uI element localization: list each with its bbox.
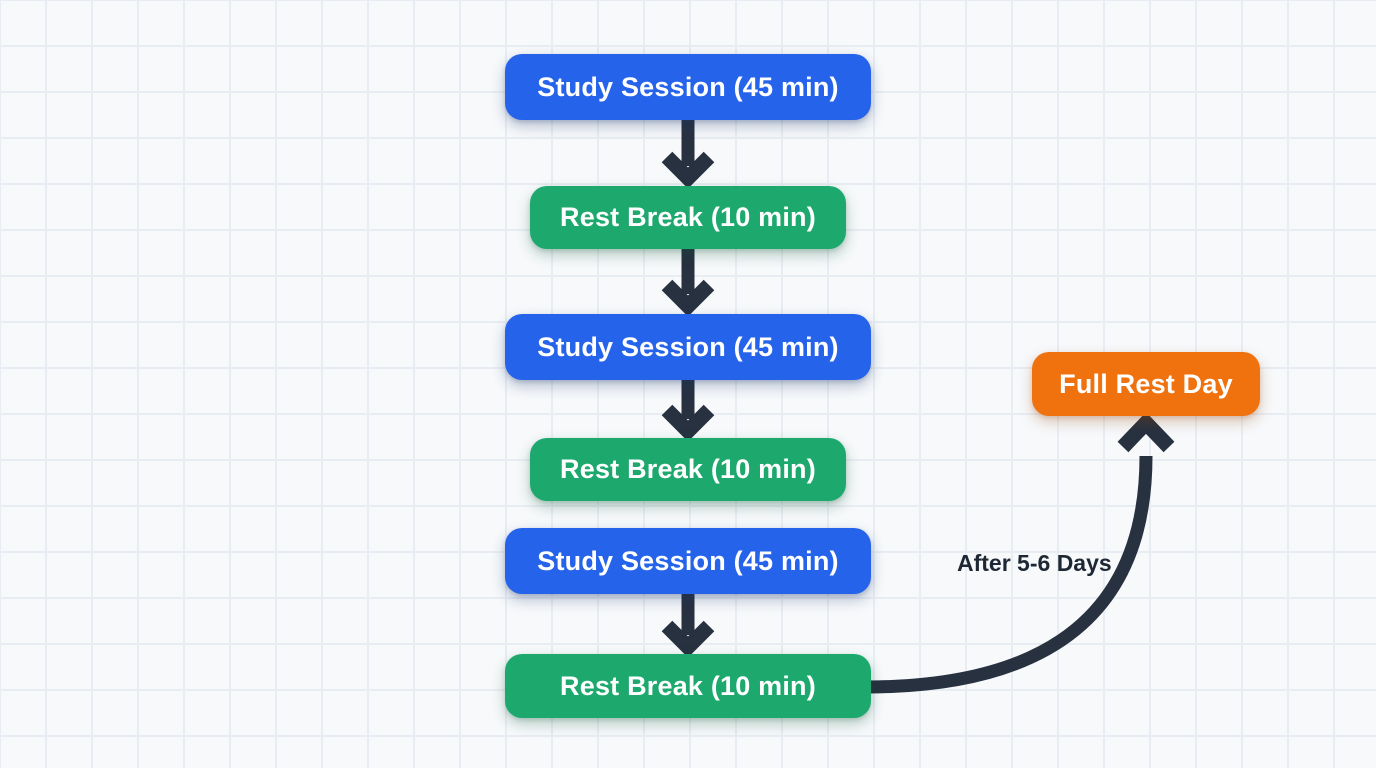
- arrow-study2-to-rest2-icon: [661, 378, 715, 442]
- node-study-session-2: Study Session (45 min): [505, 314, 871, 380]
- node-study-session-1: Study Session (45 min): [505, 54, 871, 120]
- arrow-rest3-to-fullrest-curved-icon: [865, 412, 1175, 694]
- arrow-rest1-to-study2-icon: [661, 247, 715, 317]
- edge-label-after-days: After 5-6 Days: [957, 550, 1112, 576]
- node-full-rest-day: Full Rest Day: [1032, 352, 1260, 416]
- node-rest-break-2: Rest Break (10 min): [530, 438, 846, 501]
- node-rest-break-3: Rest Break (10 min): [505, 654, 871, 718]
- arrow-study1-to-rest1-icon: [661, 118, 715, 189]
- node-rest-break-1: Rest Break (10 min): [530, 186, 846, 249]
- node-study-session-3: Study Session (45 min): [505, 528, 871, 594]
- arrow-study3-to-rest3-icon: [661, 592, 715, 658]
